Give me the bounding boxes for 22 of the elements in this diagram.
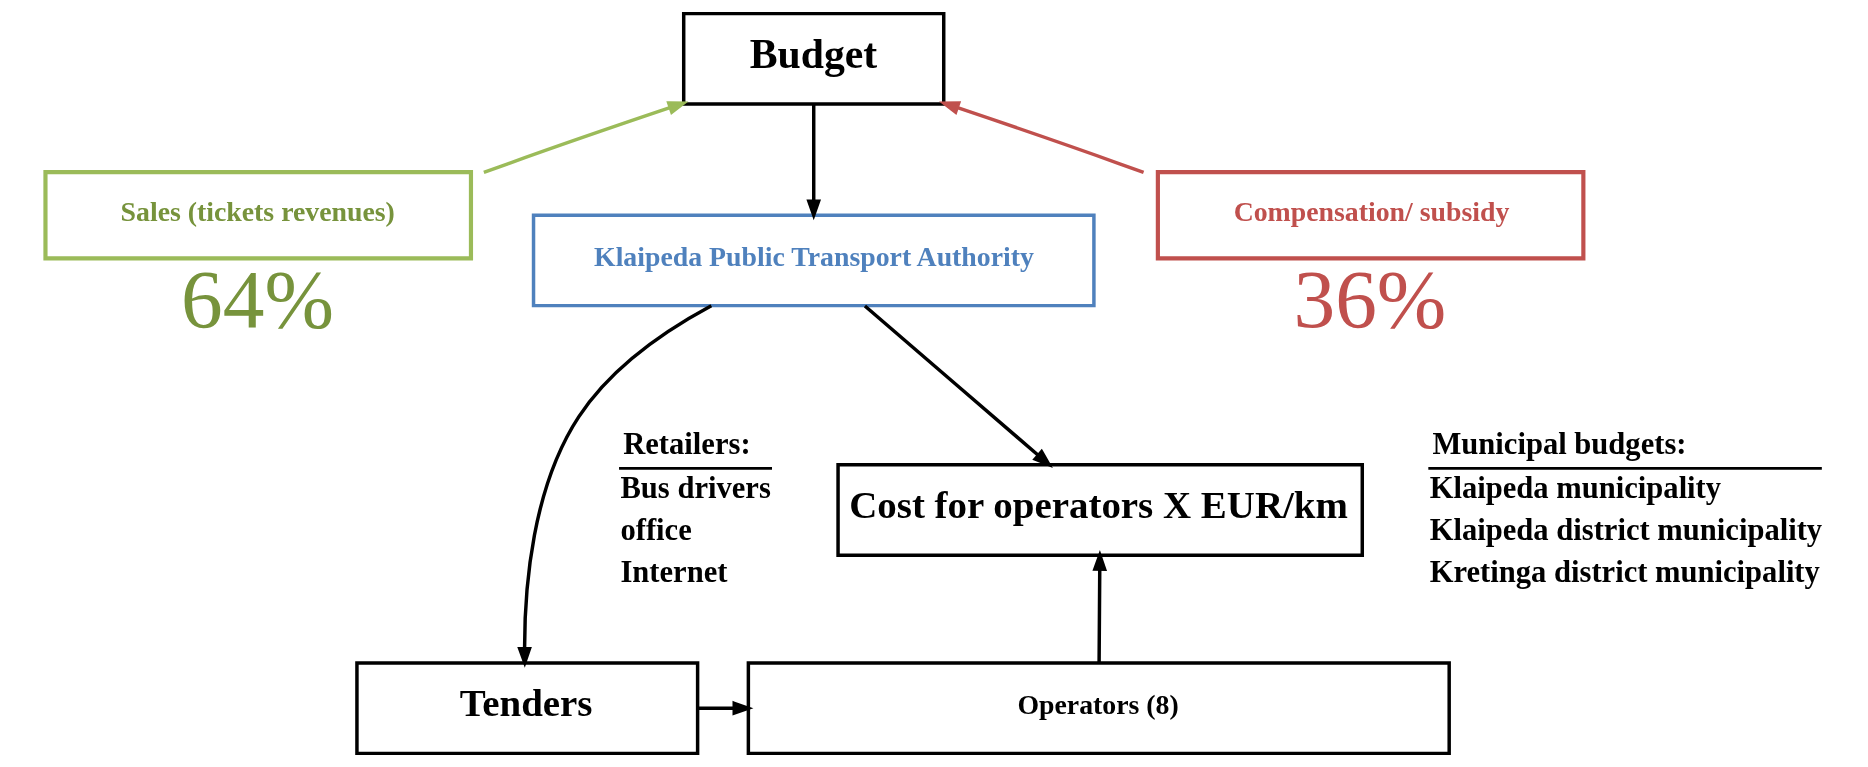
- label: Retailers:: [623, 426, 751, 461]
- node-box: Cost for operators X EUR/km: [836, 463, 1364, 557]
- arrow: [1092, 550, 1108, 663]
- node-box: Compensation/ subsidy: [1155, 170, 1586, 261]
- label: Internet: [620, 554, 728, 589]
- arrow: [698, 700, 754, 716]
- arrow: [863, 304, 1053, 468]
- node-box: Budget: [681, 11, 946, 106]
- node-box: Operators (8): [746, 661, 1451, 756]
- label: Kretinga district municipality: [1429, 554, 1820, 589]
- node-box: Klaipeda Public Transport Authority: [531, 213, 1096, 308]
- node-box: Tenders: [355, 661, 700, 756]
- label: Bus drivers: [620, 471, 771, 506]
- label: Klaipeda district municipality: [1429, 513, 1823, 548]
- arrow: [939, 101, 1145, 175]
- arrow: [483, 101, 689, 175]
- arrow: [806, 104, 822, 221]
- label: office: [620, 513, 692, 548]
- label: Municipal budgets:: [1432, 426, 1687, 461]
- arrow: [517, 304, 713, 668]
- label: Klaipeda municipality: [1429, 471, 1722, 506]
- node-box: Sales (tickets revenues): [43, 170, 474, 261]
